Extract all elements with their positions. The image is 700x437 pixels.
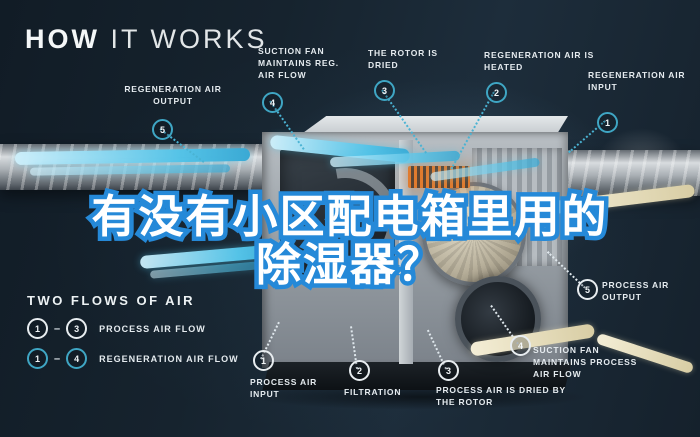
legend-dash: –	[54, 322, 61, 335]
badge-process-3: 3	[438, 360, 459, 381]
legend-badge-from: 1	[27, 318, 48, 339]
legend-label: PROCESS AIR FLOW	[99, 323, 206, 334]
badge-regen-1: 1	[597, 112, 618, 133]
overlay-stroke: 除湿器？	[251, 234, 446, 296]
label-filtration: FILTRATION	[344, 387, 402, 397]
label-regeneration-air-heated: REGENERATION AIR IS HEATED	[484, 50, 595, 72]
dehumidifier-top-panel	[298, 116, 568, 136]
legend-badge-to: 4	[66, 348, 88, 369]
desiccant-rotor	[422, 182, 526, 286]
badge-regen-4: 4	[262, 92, 283, 113]
badge-regen-5: 5	[152, 119, 173, 140]
label-process-air-input: PROCESS AIR INPUT	[250, 377, 318, 399]
label-suction-fan-process: SUCTION FAN MAINTAINS PROCESS AIR FLOW	[533, 345, 638, 379]
badge-process-1: 1	[253, 350, 274, 371]
legend-heading: TWO FLOWS OF AIR	[27, 293, 196, 308]
legend-badge-from: 1	[27, 348, 48, 369]
legend-row-regeneration: 1 – 4 REGENERATION AIR FLOW	[27, 348, 239, 369]
badge-regen-3: 3	[374, 80, 395, 101]
label-suction-fan-reg: SUCTION FAN MAINTAINS REG. AIR FLOW	[258, 46, 339, 80]
overlay-text-line2: 除湿器？ 除湿器？	[0, 228, 700, 296]
label-rotor-is-dried: THE ROTOR IS DRIED	[368, 48, 438, 70]
legend-badge-to: 3	[66, 318, 88, 339]
machine-left-bay	[280, 150, 395, 275]
label-process-air-dried: PROCESS AIR IS DRIED BY THE ROTOR	[436, 385, 566, 407]
label-process-air-output: PROCESS AIR OUTPUT	[602, 280, 670, 302]
machine-divider	[399, 140, 413, 364]
badge-process-5: 5	[577, 279, 598, 300]
overlay-stroke: 有没有小区配电箱里用的	[87, 186, 611, 248]
overlay-fill: 有没有小区配电箱里用的	[91, 190, 609, 243]
badge-regen-2: 2	[486, 82, 507, 103]
label-regeneration-air-input: REGENERATION AIR INPUT	[588, 70, 686, 92]
badge-process-4: 4	[510, 335, 531, 356]
page-title: HOW IT WORKS	[25, 24, 268, 55]
overlay-fill: 除湿器？	[255, 238, 444, 291]
legend-row-process: 1 – 3 PROCESS AIR FLOW	[27, 318, 206, 339]
legend-dash: –	[54, 352, 61, 365]
label-regeneration-air-output: REGENERATION AIR OUTPUT	[124, 84, 222, 106]
legend-label: REGENERATION AIR FLOW	[99, 353, 239, 364]
overlay-text-line1: 有没有小区配电箱里用的 有没有小区配电箱里用的	[0, 180, 700, 248]
badge-process-2: 2	[349, 360, 370, 381]
title-light: IT WORKS	[110, 24, 268, 54]
title-bold: HOW	[25, 24, 100, 54]
